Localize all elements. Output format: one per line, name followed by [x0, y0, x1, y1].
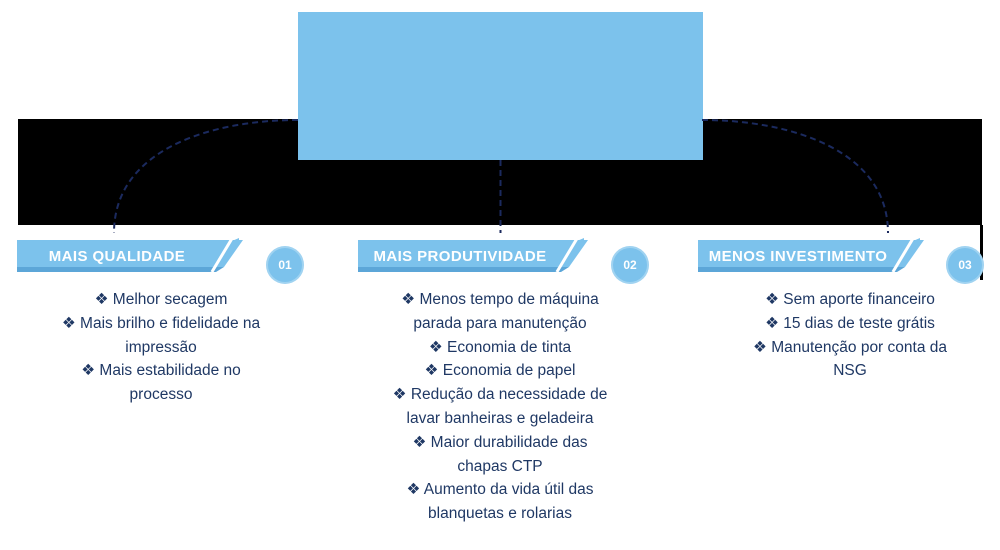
- ribbon-shape: MAIS QUALIDADE: [17, 240, 243, 272]
- section-number-badge: 03: [946, 246, 984, 284]
- benefit-item: ❖ Redução da necessidade de lavar banhei…: [392, 386, 608, 427]
- section-number-badge: 01: [266, 246, 304, 284]
- ribbon-shape: MAIS PRODUTIVIDADE: [358, 240, 588, 272]
- benefit-item: ❖ Aumento da vida útil das blanquetas e …: [406, 481, 594, 523]
- benefit-item: ❖ 15 dias de teste grátis: [765, 314, 935, 332]
- header-box: [298, 12, 703, 160]
- section-title: MAIS PRODUTIVIDADE: [373, 247, 547, 265]
- benefit-item: ❖ Melhor secagem: [94, 291, 228, 308]
- section-number-badge: 02: [611, 246, 649, 284]
- section-ribbon: MAIS PRODUTIVIDADE: [358, 238, 588, 274]
- benefit-item: ❖ Menos tempo de máquina parada para man…: [401, 291, 599, 332]
- ribbon-shape: MENOS INVESTIMENTO: [698, 240, 924, 272]
- benefit-list: ❖ Sem aporte financeiro ❖ 15 dias de test…: [715, 288, 985, 383]
- benefit-list: ❖ Melhor secagem ❖ Mais brilho e fidelida…: [30, 288, 292, 407]
- benefit-item: ❖ Maior durabilidade das chapas CTP: [412, 433, 588, 475]
- black-banner-right-edge: [980, 225, 983, 280]
- section-ribbon: MENOS INVESTIMENTO: [698, 238, 924, 274]
- benefit-item: ❖ Mais estabilidade no processo: [81, 362, 241, 404]
- benefit-list: ❖ Menos tempo de máquina parada para man…: [378, 288, 622, 526]
- benefit-item: ❖ Economia de tinta: [428, 338, 572, 356]
- benefit-item: ❖ Mais brilho e fidelidade na impressão: [61, 314, 261, 356]
- section-ribbon: MAIS QUALIDADE: [17, 238, 243, 274]
- benefit-item: ❖ Manutenção por conta da NSG: [753, 338, 947, 380]
- section-title: MAIS QUALIDADE: [48, 247, 186, 265]
- benefit-item: ❖ Economia de papel: [424, 362, 576, 380]
- section-title: MENOS INVESTIMENTO: [708, 247, 888, 265]
- benefit-item: ❖ Sem aporte financeiro: [765, 291, 935, 308]
